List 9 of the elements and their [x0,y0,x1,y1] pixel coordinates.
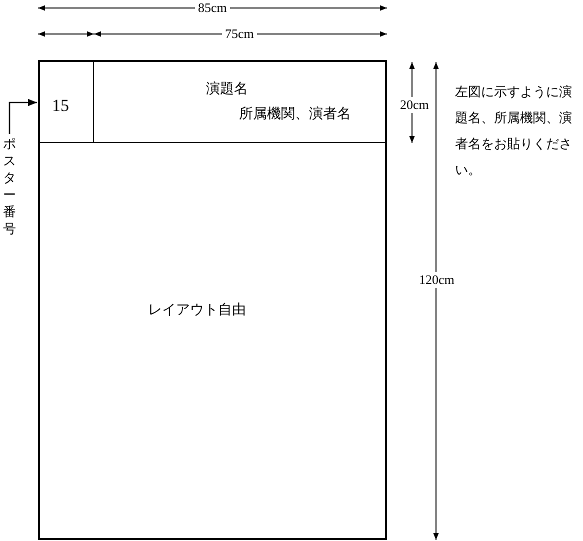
title-text: 演題名 [206,82,248,98]
free-layout-text: レイアウト自由 [148,303,246,319]
affiliation-author-text: 所属機関、演者名 [239,107,351,123]
poster-outline [38,60,387,540]
instruction-note: 左図に示すように演題名、所属機関、演者名をお貼りください。 [455,84,573,180]
leader-arrow [8,98,37,134]
poster-number-caption: ポスター番号 [2,136,17,238]
poster-number: 15 [52,98,69,114]
poster-number-cell [38,60,94,143]
